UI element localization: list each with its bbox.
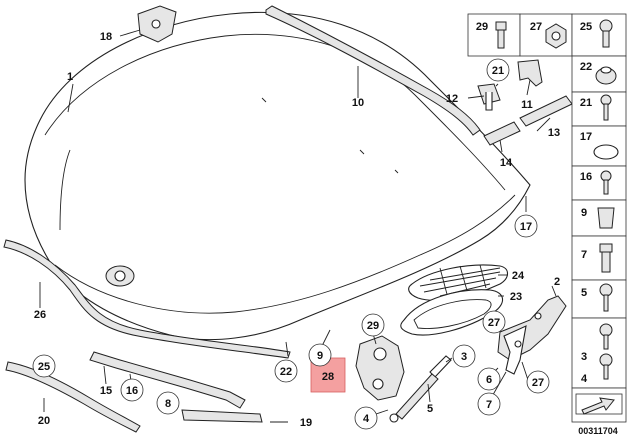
callout-9: 9 [317, 350, 323, 362]
grid-label-17: 17 [580, 131, 592, 143]
callout-10: 10 [352, 97, 364, 109]
callout-17: 17 [520, 221, 532, 233]
grid-label-22: 22 [580, 61, 592, 73]
callout-29: 29 [367, 320, 379, 332]
grille-24 [408, 264, 509, 301]
strip-19 [181, 409, 263, 423]
circled-callouts: 21 17 29 27 22 9 3 6 7 27 4 25 16 8 [32, 58, 550, 430]
callout-12: 12 [446, 93, 458, 105]
callout-7: 7 [486, 399, 492, 411]
callout-6: 6 [486, 374, 492, 386]
callout-13: 13 [548, 127, 560, 139]
callout-3: 3 [461, 351, 467, 363]
callout-28: 28 [322, 371, 334, 383]
grid-label-7: 7 [581, 249, 587, 261]
callout-24: 24 [512, 270, 525, 282]
callout-25: 25 [38, 361, 50, 373]
callout-23: 23 [510, 291, 522, 303]
seal-strip-10 [265, 5, 481, 136]
parts-grid-top-row: 29 27 25 [467, 13, 627, 57]
callout-2: 2 [554, 276, 560, 288]
grid-label-16: 16 [580, 171, 592, 183]
hood-panel [24, 11, 531, 341]
bracket-18 [137, 5, 177, 43]
strip-14 [483, 121, 521, 146]
callout-21: 21 [492, 65, 504, 77]
callout-20: 20 [38, 415, 50, 427]
leader-lines [39, 29, 557, 423]
grid-label-25: 25 [580, 21, 592, 33]
callout-14: 14 [500, 157, 513, 169]
document-code: 00311704 [578, 426, 618, 436]
grid-label-5: 5 [581, 287, 587, 299]
grid-label-27: 27 [530, 21, 542, 33]
callout-15: 15 [100, 385, 112, 397]
parts-grid-right-column: 22 21 17 16 9 7 5 3 4 [571, 55, 627, 423]
bracket-12 [477, 83, 501, 111]
callout-8: 8 [165, 398, 171, 410]
hood-lock-28 [355, 335, 405, 401]
clip-11 [517, 59, 543, 87]
callout-16: 16 [126, 385, 138, 397]
callout-11: 11 [521, 99, 533, 111]
gas-strut-5 [389, 355, 452, 423]
grid-label-29: 29 [476, 21, 488, 33]
seal-20 [5, 361, 141, 433]
grid-label-9: 9 [581, 207, 587, 219]
grid-label-21: 21 [580, 97, 592, 109]
grid-label-3: 3 [581, 351, 587, 363]
callout-5: 5 [427, 403, 433, 415]
callout-22: 22 [280, 366, 292, 378]
callout-19: 19 [300, 417, 312, 429]
callout-18: 18 [100, 31, 112, 43]
callout-27-lower: 27 [532, 377, 544, 389]
hinge-2 [497, 295, 567, 375]
callout-27-upper: 27 [488, 317, 500, 329]
grid-label-4: 4 [581, 373, 588, 385]
callout-1: 1 [67, 71, 73, 83]
seal-strip-26 [3, 239, 291, 359]
rod-15 [89, 351, 246, 409]
callout-26: 26 [34, 309, 46, 321]
callout-4: 4 [363, 413, 370, 425]
